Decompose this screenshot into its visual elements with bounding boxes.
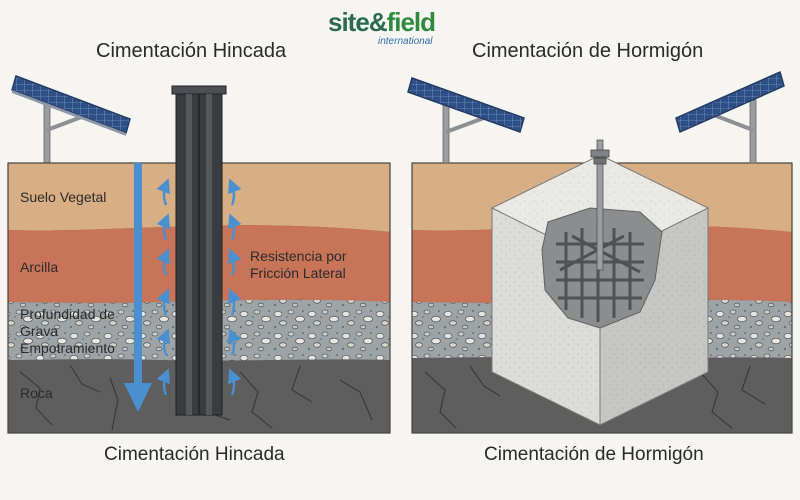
site-field-logo: site&field international bbox=[328, 8, 458, 52]
right-caption: Cimentación de Hormigón bbox=[484, 444, 704, 465]
rock-label: Roca bbox=[20, 385, 53, 401]
solar-panel-icon bbox=[407, 77, 525, 164]
logo-amp-text: & bbox=[368, 7, 388, 37]
anchor-bolt-icon bbox=[590, 139, 610, 271]
solar-panel-icon bbox=[675, 70, 785, 164]
friction-label-line2: Fricción Lateral bbox=[250, 265, 346, 281]
friction-arrow-icon bbox=[156, 178, 242, 396]
depth-label: Profundidad de Grava Empotramiento bbox=[20, 306, 145, 357]
friction-label-line1: Resistencia por bbox=[250, 248, 347, 264]
depth-label-line1: Profundidad de bbox=[20, 306, 115, 322]
steel-pile bbox=[171, 85, 227, 416]
solar-panel-icon bbox=[11, 75, 131, 164]
topsoil-label: Suelo Vegetal bbox=[20, 189, 107, 205]
logo-sub-text: international bbox=[378, 36, 433, 47]
right-panel bbox=[407, 70, 793, 434]
left-title: Cimentación Hincada bbox=[96, 40, 287, 62]
depth-arrow-icon bbox=[124, 163, 152, 412]
right-title: Cimentación de Hormigón bbox=[472, 40, 704, 62]
gravel-label: Grava bbox=[20, 323, 59, 339]
left-panel bbox=[7, 75, 391, 434]
clay-label: Arcilla bbox=[20, 259, 59, 275]
logo-site-text: site bbox=[328, 7, 370, 37]
left-caption: Cimentación Hincada bbox=[104, 444, 285, 465]
friction-label: Resistencia por Fricción Lateral bbox=[250, 248, 380, 282]
depth-label-line2: Empotramiento bbox=[20, 340, 115, 356]
logo-field-text: field bbox=[386, 7, 436, 37]
